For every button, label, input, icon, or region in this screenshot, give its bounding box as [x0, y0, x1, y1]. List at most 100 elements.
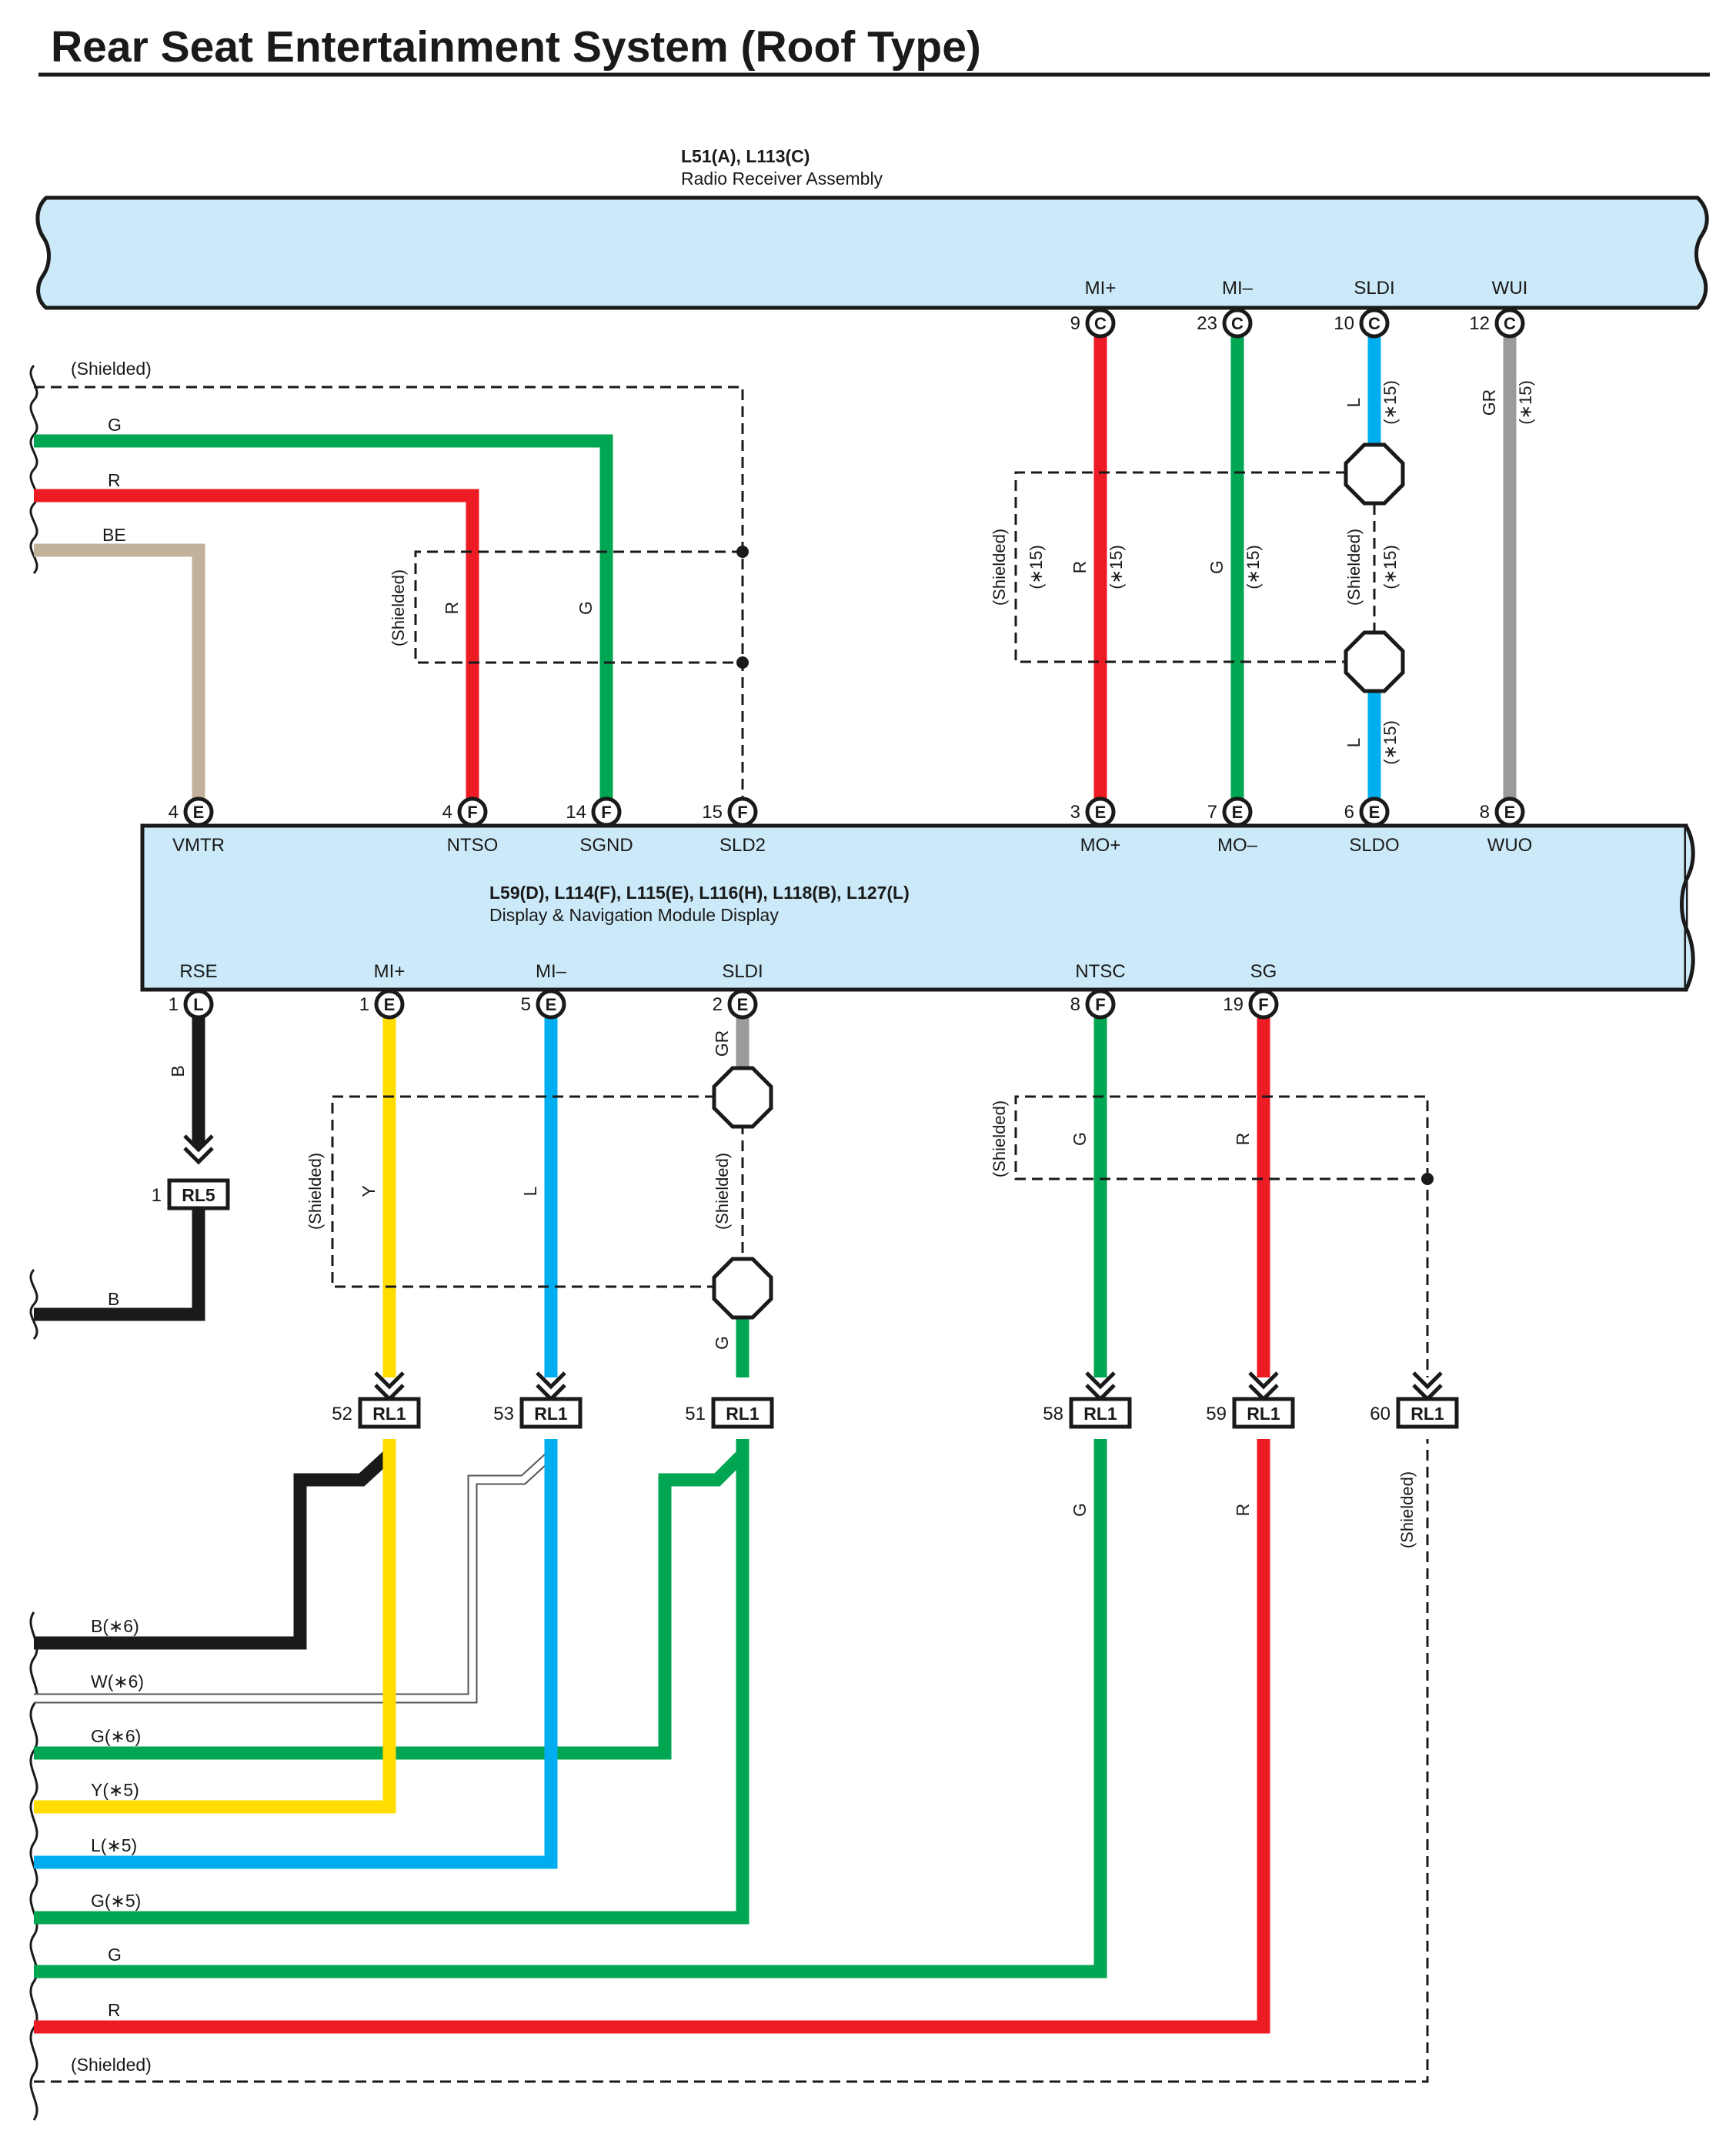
svg-text:MO+: MO+: [1080, 835, 1121, 856]
shield-label-mi: (Shielded): [305, 1153, 325, 1230]
svg-text:10: 10: [1334, 313, 1354, 334]
display-assembly-name: Display & Navigation Module Display: [489, 905, 779, 925]
shield-ground-octagon: [1344, 442, 1405, 506]
svg-text:E: E: [384, 995, 396, 1014]
shield-box-ntsc: [1014, 1095, 1429, 1377]
svg-text:6: 6: [1344, 802, 1354, 823]
bottom-wire-label: G: [108, 1945, 122, 1965]
svg-text:C: C: [1231, 314, 1244, 333]
left-wire-label-r: R: [108, 470, 121, 490]
radio-pin-mi-minus: MI– C 23: [1197, 278, 1254, 339]
connector-rl1-53: RL1 53: [493, 1397, 583, 1429]
wire-label-r-mo-plus: R: [1070, 561, 1090, 574]
shield-ground-octagon: [712, 1257, 773, 1320]
display-pin-sg: SG F 19: [1223, 961, 1279, 1020]
shield-junction-dot: [736, 656, 749, 669]
wire-label-g-sgnd: G: [576, 601, 596, 615]
display-pin-vmtr: E 4 VMTR: [169, 796, 225, 856]
svg-text:C: C: [1504, 314, 1516, 333]
svg-text:19: 19: [1223, 994, 1244, 1015]
display-pin-sld2: F 15 SLD2: [702, 796, 766, 856]
note-star15-l-top: (∗15): [1380, 380, 1400, 425]
wire-shielded-bottom: [34, 1439, 1429, 2083]
connector-rl1-52: RL1 52: [332, 1397, 421, 1429]
shield-label-rl60: (Shielded): [1397, 1471, 1417, 1548]
svg-text:15: 15: [702, 802, 723, 823]
connector-rl1-59: RL1 59: [1206, 1397, 1295, 1429]
wire-label-y: Y: [359, 1185, 379, 1197]
svg-text:VMTR: VMTR: [172, 835, 225, 856]
svg-text:4: 4: [442, 802, 452, 823]
display-break-edge: [1680, 824, 1695, 991]
svg-text:SLDI: SLDI: [722, 961, 763, 982]
wire-g-star6: [34, 1449, 748, 1760]
svg-text:12: 12: [1469, 313, 1490, 334]
radio-assembly-name: Radio Receiver Assembly: [681, 169, 883, 189]
svg-text:SGND: SGND: [579, 835, 633, 856]
svg-text:WUO: WUO: [1487, 835, 1533, 856]
left-wire-label-shielded: (Shielded): [71, 359, 152, 379]
wire-label-r-rl59: R: [1233, 1504, 1253, 1517]
wire-be-vmtr: [34, 543, 205, 808]
wire-r-ntso: [34, 489, 479, 808]
svg-text:C: C: [1094, 314, 1107, 333]
left-break-top: [29, 364, 38, 575]
bottom-wire-label: Y(∗5): [91, 1780, 139, 1800]
shield-ground-octagon: [1344, 630, 1405, 693]
note-star15-gr: (∗15): [1516, 380, 1535, 425]
wire-l-star5: [34, 1439, 558, 1869]
svg-text:L: L: [193, 995, 203, 1014]
bottom-wire-label: (Shielded): [71, 2055, 152, 2075]
svg-text:E: E: [1369, 803, 1380, 822]
wire-label-g-sldi-lower: G: [712, 1336, 732, 1350]
shield-label-ntso: (Shielded): [389, 569, 408, 646]
display-assembly-id: L59(D), L114(F), L115(E), L116(H), L118(…: [489, 883, 910, 903]
display-pin-sldo: E 6 SLDO: [1344, 796, 1400, 856]
svg-text:E: E: [737, 995, 749, 1014]
bottom-wire-label: G(∗6): [91, 1726, 141, 1746]
shield-box-ntso-sgnd: [414, 550, 743, 664]
connector-rl1-58: RL1 58: [1043, 1397, 1132, 1429]
wire-label-l-sldo: L: [1344, 737, 1364, 747]
shield-label-sldi-lower: (Shielded): [713, 1153, 732, 1230]
svg-text:9: 9: [1070, 313, 1080, 334]
shield-label-ntsc: (Shielded): [990, 1100, 1009, 1177]
connector-rl1-51: RL1 51: [685, 1397, 774, 1429]
svg-text:RSE: RSE: [179, 961, 217, 982]
bottom-wire-label: B(∗6): [91, 1616, 139, 1636]
svg-text:8: 8: [1480, 802, 1490, 823]
display-pin-sgnd: F 14 SGND: [566, 796, 633, 856]
connector-pin: 58: [1043, 1404, 1063, 1424]
connector-pin: 59: [1206, 1404, 1227, 1424]
svg-text:WUI: WUI: [1492, 278, 1528, 299]
connector-rl5: RL5 1: [152, 1178, 230, 1210]
wire-label-g-rl58: G: [1070, 1503, 1090, 1517]
left-break-mid: [29, 1268, 38, 1341]
display-pin-ntsc: NTSC F 8: [1070, 961, 1126, 1020]
left-wire-label-be: BE: [102, 525, 126, 545]
svg-text:MI+: MI+: [374, 961, 406, 982]
bottom-wire-label: R: [108, 2000, 121, 2020]
bottom-wire-label: G(∗5): [91, 1891, 141, 1911]
wire-w-star6: [34, 1451, 554, 1702]
connector-name: RL1: [372, 1404, 406, 1424]
wire-label-l-sldi: L: [1344, 397, 1364, 407]
svg-text:1: 1: [359, 994, 369, 1015]
wire-g-sgnd: [34, 434, 613, 808]
bottom-wire-label: L(∗5): [91, 1835, 137, 1855]
svg-text:MI+: MI+: [1085, 278, 1117, 299]
connector-name: RL5: [182, 1185, 215, 1205]
shield-label-mo: (Shielded): [990, 529, 1009, 606]
shield-junction-dot: [736, 546, 749, 558]
connector-pin: 53: [493, 1404, 514, 1424]
note-star15-mo: (∗15): [1027, 545, 1046, 589]
svg-text:E: E: [1232, 803, 1244, 822]
arrowheads: [183, 1134, 1443, 1402]
svg-text:14: 14: [566, 802, 586, 823]
wire-y-star5: [34, 1439, 396, 1814]
wire-label-gr-wui: GR: [1479, 389, 1499, 416]
shield-junction-dot: [1421, 1173, 1434, 1185]
svg-text:4: 4: [169, 802, 179, 823]
display-pin-mi-plus: MI+ E 1: [359, 961, 406, 1020]
display-pin-mo-minus: E 7 MO–: [1207, 796, 1258, 856]
